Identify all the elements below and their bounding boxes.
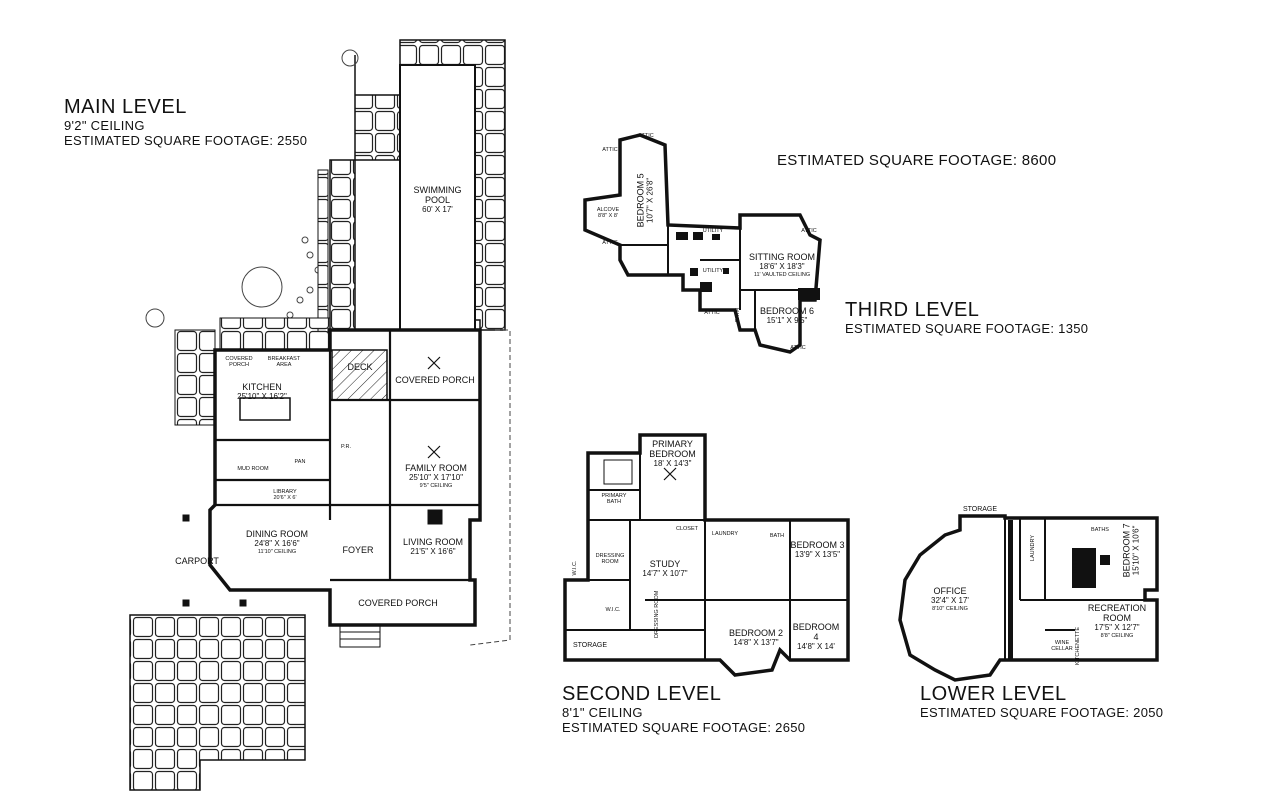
total-sqft: ESTIMATED SQUARE FOOTAGE: 8600 <box>777 152 1057 169</box>
second-level-sqft: ESTIMATED SQUARE FOOTAGE: 2650 <box>562 719 806 735</box>
room-bedroom5: BEDROOM 5 10'7" X 26'8" <box>635 173 655 228</box>
third-level-sqft: ESTIMATED SQUARE FOOTAGE: 1350 <box>845 321 1089 336</box>
room-covered-porch-small: COVERED PORCH <box>225 356 253 369</box>
second-level-plan <box>563 433 850 677</box>
room-utility-lower: UTILITY <box>1072 552 1079 574</box>
side-pavers <box>174 329 216 426</box>
main-level-ceiling: 9'2" CEILING <box>64 118 145 133</box>
room-bedroom4: BEDROOM 4 14'8" X 14' <box>792 622 840 651</box>
room-wic-b: W.I.C. <box>605 607 621 613</box>
room-dressing-room-b: DRESSING ROOM <box>653 590 660 639</box>
lower-level-title: LOWER LEVEL <box>920 683 1067 705</box>
room-closet: CLOSET <box>675 526 698 532</box>
total-sqft-heading: ESTIMATED SQUARE FOOTAGE: 8600 <box>777 152 1056 169</box>
room-bedroom3: BEDROOM 3 13'9" X 13'5" <box>790 540 845 559</box>
room-primary-bedroom: PRIMARY BEDROOM 18' X 14'3" <box>649 439 696 468</box>
third-level-heading: THIRD LEVEL ESTIMATED SQUARE FOOTAGE: 13… <box>845 299 1088 337</box>
room-carport: CARPORT <box>175 556 219 566</box>
room-recreation: RECREATION ROOM 17'5" X 12'7" 8'8" CEILI… <box>1087 603 1147 639</box>
room-covered-porch-front: COVERED PORCH <box>358 598 438 608</box>
room-bath-third: BATH <box>734 307 741 323</box>
room-laundry-2: LAUNDRY <box>711 531 739 537</box>
room-bedroom6: BEDROOM 6 15'1" X 9'5" <box>760 306 815 325</box>
main-level-heading: MAIN LEVEL 9'2" CEILING ESTIMATED SQUARE… <box>64 96 307 149</box>
room-family-room: FAMILY ROOM 25'10" X 17'10" 9'5" CEILING <box>405 463 467 489</box>
lower-level-plan <box>898 514 1159 682</box>
room-pan: PAN <box>294 459 306 465</box>
second-level-heading: SECOND LEVEL 8'1" CEILING ESTIMATED SQUA… <box>562 683 805 736</box>
lower-level-sqft: ESTIMATED SQUARE FOOTAGE: 2050 <box>920 705 1164 720</box>
third-level-title: THIRD LEVEL <box>845 299 980 321</box>
attic-label: ATTIC <box>602 240 618 246</box>
attic-label: ATTIC <box>801 228 817 234</box>
room-wic-a: W.I.C. <box>571 560 578 576</box>
main-level-sqft: ESTIMATED SQUARE FOOTAGE: 2550 <box>64 132 308 148</box>
second-level-title: SECOND LEVEL <box>562 683 722 705</box>
room-pool: SWIMMING POOL 60' X 17' <box>413 185 462 214</box>
room-library: LIBRARY 20'6" X 6' <box>273 489 297 502</box>
room-wine-cellar: WINE CELLAR <box>1051 640 1073 653</box>
second-level-ceiling: 8'1" CEILING <box>562 705 643 720</box>
room-study: STUDY 14'7" X 10'7" <box>642 559 688 578</box>
deck <box>331 349 388 401</box>
room-kitchenette: KITCHENETTE <box>1074 626 1081 666</box>
room-bath-2: BATH <box>769 533 785 539</box>
main-level-title: MAIN LEVEL <box>64 96 187 118</box>
attic-label: ATTIC <box>638 133 654 139</box>
rear-pavers <box>219 317 331 354</box>
planter-strip <box>317 169 329 336</box>
room-dressing-room: DRESSING ROOM <box>595 553 625 566</box>
attic-label: ATTIC <box>790 345 806 351</box>
room-alcove: ALCOVE 8'8" X 8' <box>596 207 620 220</box>
room-bedroom7: BEDROOM 7 15'10" X 10'6" <box>1121 523 1141 578</box>
main-level-plan <box>129 39 511 791</box>
room-living-room: LIVING ROOM 21'5" X 16'6" <box>402 537 463 556</box>
room-deck: DECK <box>347 362 373 372</box>
room-storage-lower: STORAGE <box>962 506 998 513</box>
room-office: OFFICE 32'4" X 17' 8'10" CEILING <box>931 586 969 612</box>
attic-label: ATTIC <box>602 147 618 153</box>
room-primary-bath: PRIMARY BATH <box>601 493 627 506</box>
room-utility-b: UTILITY <box>702 268 724 274</box>
third-level-plan <box>583 133 822 354</box>
room-covered-porch-back: COVERED PORCH <box>395 375 475 385</box>
swimming-pool <box>399 64 476 331</box>
room-sitting-room: SITTING ROOM 18'6" X 18'3" 11' VAULTED C… <box>749 252 815 278</box>
room-pr: P.R. <box>341 444 351 450</box>
room-kitchen: KITCHEN 25'10" X 16'2" <box>237 382 287 401</box>
room-foyer: FOYER <box>342 545 374 555</box>
room-dining-room: DINING ROOM 24'8" X 16'6" 11'10" CEILING <box>246 529 308 555</box>
lower-level-heading: LOWER LEVEL ESTIMATED SQUARE FOOTAGE: 20… <box>920 683 1163 721</box>
room-storage-2: STORAGE <box>572 642 608 649</box>
attic-label: ATTIC <box>704 310 720 316</box>
front-pavers <box>129 614 306 791</box>
room-utility-a: UTILITY <box>702 228 724 234</box>
room-mud-room: MUD ROOM <box>237 466 269 472</box>
room-bedroom2: BEDROOM 2 14'8" X 13'7" <box>728 628 783 647</box>
room-baths-lower: BATHS <box>1091 527 1109 533</box>
room-laundry-lower: LAUNDRY <box>1029 534 1036 562</box>
room-breakfast: BREAKFAST AREA <box>267 356 301 369</box>
